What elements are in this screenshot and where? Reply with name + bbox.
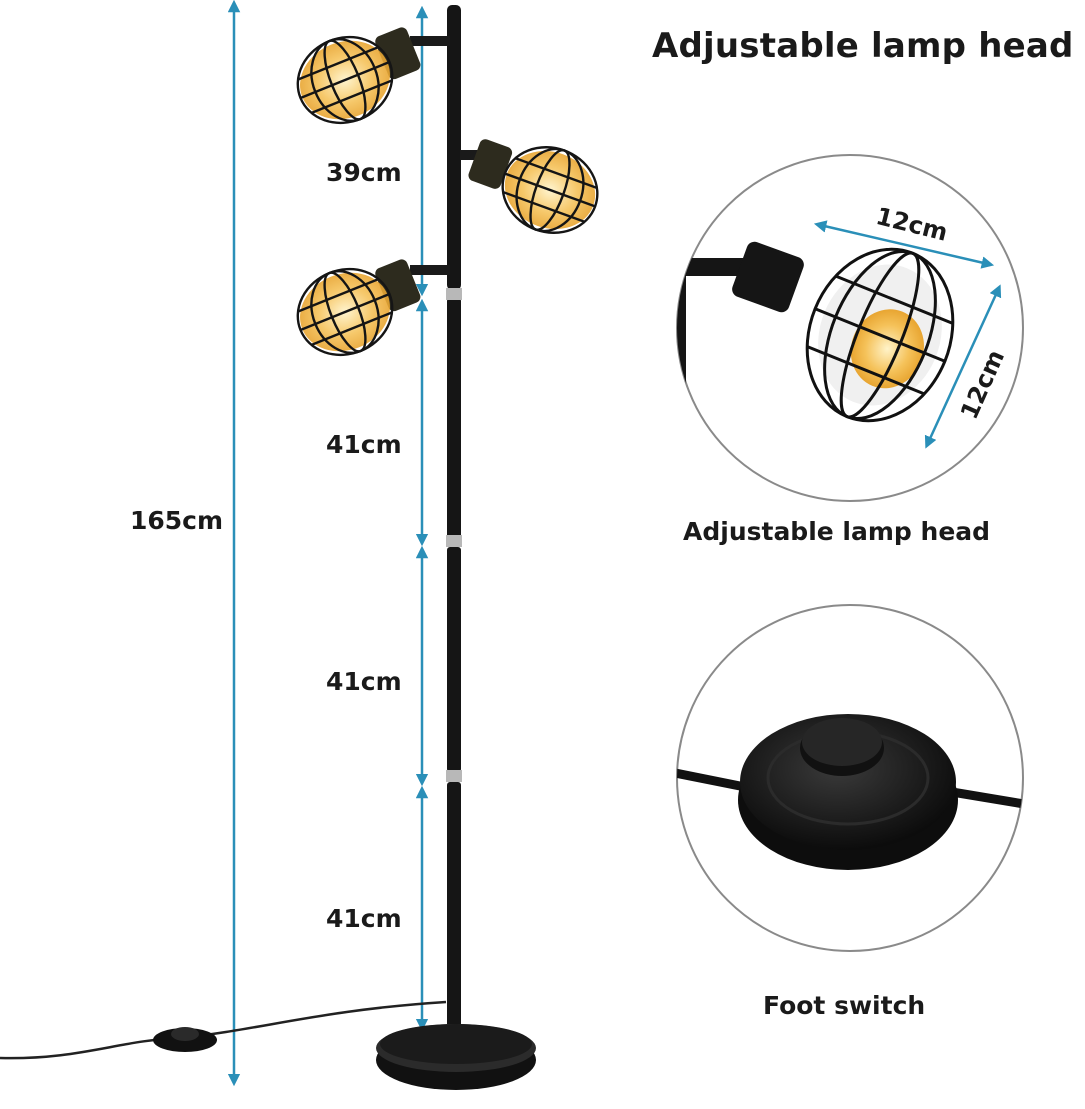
- pole-segment-label-1: 41cm: [326, 430, 402, 459]
- floor-lamp-pole: [410, 5, 496, 1038]
- foot-switch-inset: [676, 604, 1024, 952]
- foot-switch-caption: Foot switch: [763, 991, 926, 1020]
- lamp-head-bottom: [296, 259, 421, 357]
- arm-gap-label: 39cm: [326, 158, 402, 187]
- lamp-head-top: [296, 27, 421, 125]
- power-cable: [0, 1000, 447, 1060]
- pole-segment-label-2: 41cm: [326, 667, 402, 696]
- lamp-base: [376, 1024, 536, 1090]
- lamp-head-inset: [676, 154, 1024, 502]
- lamp-head-middle: [468, 139, 599, 234]
- total-height-label: 165cm: [130, 506, 224, 535]
- lamp-head-caption: Adjustable lamp head: [683, 517, 991, 546]
- pole-segment-label-3: 41cm: [326, 904, 402, 933]
- page-title: Adjustable lamp head: [652, 26, 1074, 66]
